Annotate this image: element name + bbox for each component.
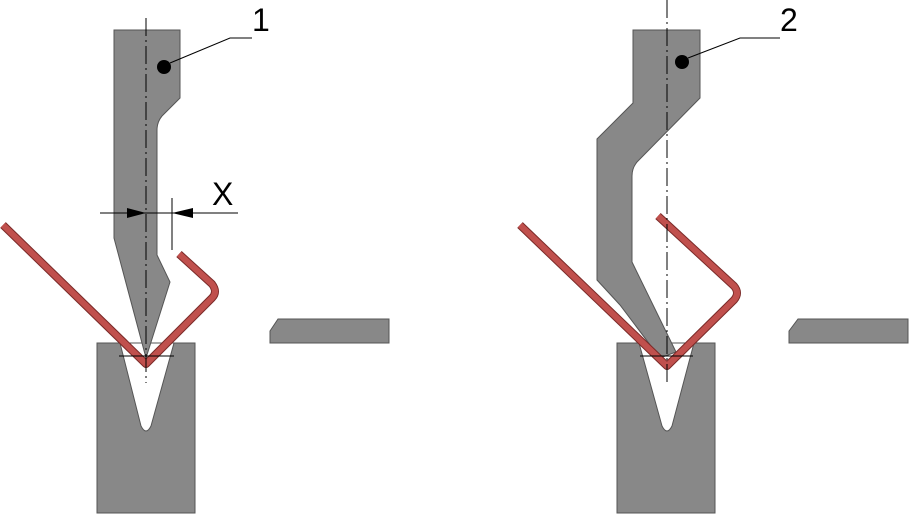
- label-tool-1: 1: [252, 2, 270, 38]
- left-setup: 1 X: [0, 2, 390, 514]
- die-v-opening-left: [119, 342, 175, 432]
- arrow-right-icon: [127, 208, 146, 218]
- die-v-opening-right: [638, 342, 695, 432]
- leader-line-1: [169, 37, 252, 64]
- sheet-metal-right-fill: [517, 213, 740, 369]
- leader-line-2: [687, 37, 780, 59]
- backgauge-left: [269, 318, 390, 344]
- sheet-metal-left-fill: [0, 222, 218, 367]
- label-dimension-x: X: [212, 176, 233, 212]
- punch-pin-dot: [675, 55, 689, 69]
- label-tool-2: 2: [780, 2, 798, 38]
- punch-gooseneck: [596, 29, 701, 359]
- punch-straight: [113, 29, 181, 360]
- backgauge-right: [788, 318, 909, 344]
- punch-pin-dot: [157, 60, 171, 74]
- right-setup: 2: [517, 0, 909, 514]
- arrow-left-icon: [172, 208, 193, 218]
